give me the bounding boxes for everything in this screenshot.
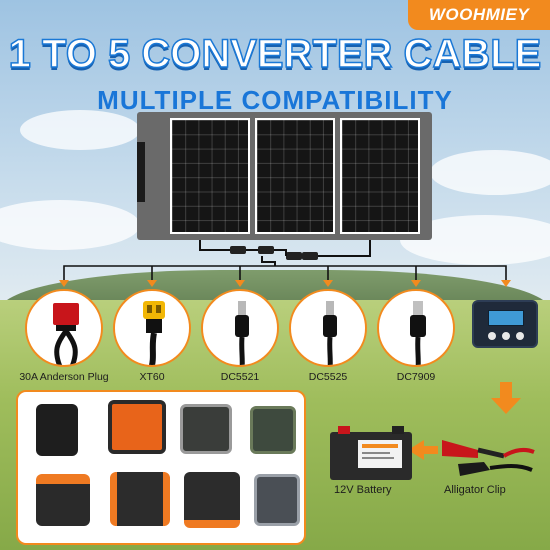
- connector-circle-dc5521: [201, 289, 279, 367]
- connector-label: DC5525: [308, 371, 348, 383]
- down-arrow-icon: [491, 398, 521, 414]
- solar-panel: [137, 112, 432, 240]
- battery-image: [330, 426, 412, 480]
- brand-logo: WOOHMIEY: [408, 0, 550, 30]
- brand-logo-text: WOOHMIEY: [428, 5, 530, 24]
- power-station-image: [108, 400, 166, 454]
- alligator-clip-image: [442, 440, 535, 476]
- controller-button: [516, 332, 524, 340]
- charge-controller: [472, 300, 538, 348]
- page-subtitle: MULTIPLE COMPATIBILITY: [97, 85, 453, 115]
- solar-cell-array: [255, 118, 335, 234]
- controller-button: [488, 332, 496, 340]
- connector-label: 30A Anderson Plug: [19, 371, 109, 383]
- connector-label: DC7909: [396, 371, 436, 383]
- power-station-image: [110, 472, 170, 526]
- power-station-image: [36, 474, 90, 526]
- connector-circle-dc7909: [377, 289, 455, 367]
- power-station-image: [36, 404, 78, 456]
- panel-handle-strip: [137, 142, 145, 202]
- dc-barrel-plug-icon: [235, 301, 249, 365]
- connector-circle-xt60: [113, 289, 191, 367]
- arrow-shaft: [500, 382, 512, 400]
- cloud: [20, 110, 140, 150]
- power-station-image: [184, 472, 240, 528]
- mc4-connector: [286, 252, 302, 260]
- mc4-connector: [258, 246, 274, 254]
- power-station-image: [180, 404, 232, 454]
- connector-circle-dc5525: [289, 289, 367, 367]
- solar-cell-array: [170, 118, 250, 234]
- solar-cell-array: [340, 118, 420, 234]
- power-station-gallery: [16, 390, 306, 545]
- clip-label: Alligator Clip: [444, 484, 506, 496]
- dc-barrel-plug-icon: [410, 301, 426, 365]
- connector-circle-anderson: [25, 289, 103, 367]
- connector-label: XT60: [139, 371, 165, 383]
- left-arrow-icon: [408, 440, 438, 460]
- mc4-connector: [230, 246, 246, 254]
- battery-label: 12V Battery: [334, 484, 392, 496]
- cloud: [430, 150, 550, 195]
- page-title: 1 TO 5 CONVERTER CABLE: [8, 31, 542, 77]
- cloud: [0, 200, 140, 250]
- controller-lcd: [488, 310, 524, 326]
- connector-label: DC5521: [220, 371, 260, 383]
- dc-barrel-plug-icon: [323, 301, 337, 365]
- power-station-image: [254, 474, 300, 526]
- mc4-connector: [302, 252, 318, 260]
- controller-button: [502, 332, 510, 340]
- power-station-image: [250, 406, 296, 454]
- xt60-plug-icon: [143, 301, 165, 365]
